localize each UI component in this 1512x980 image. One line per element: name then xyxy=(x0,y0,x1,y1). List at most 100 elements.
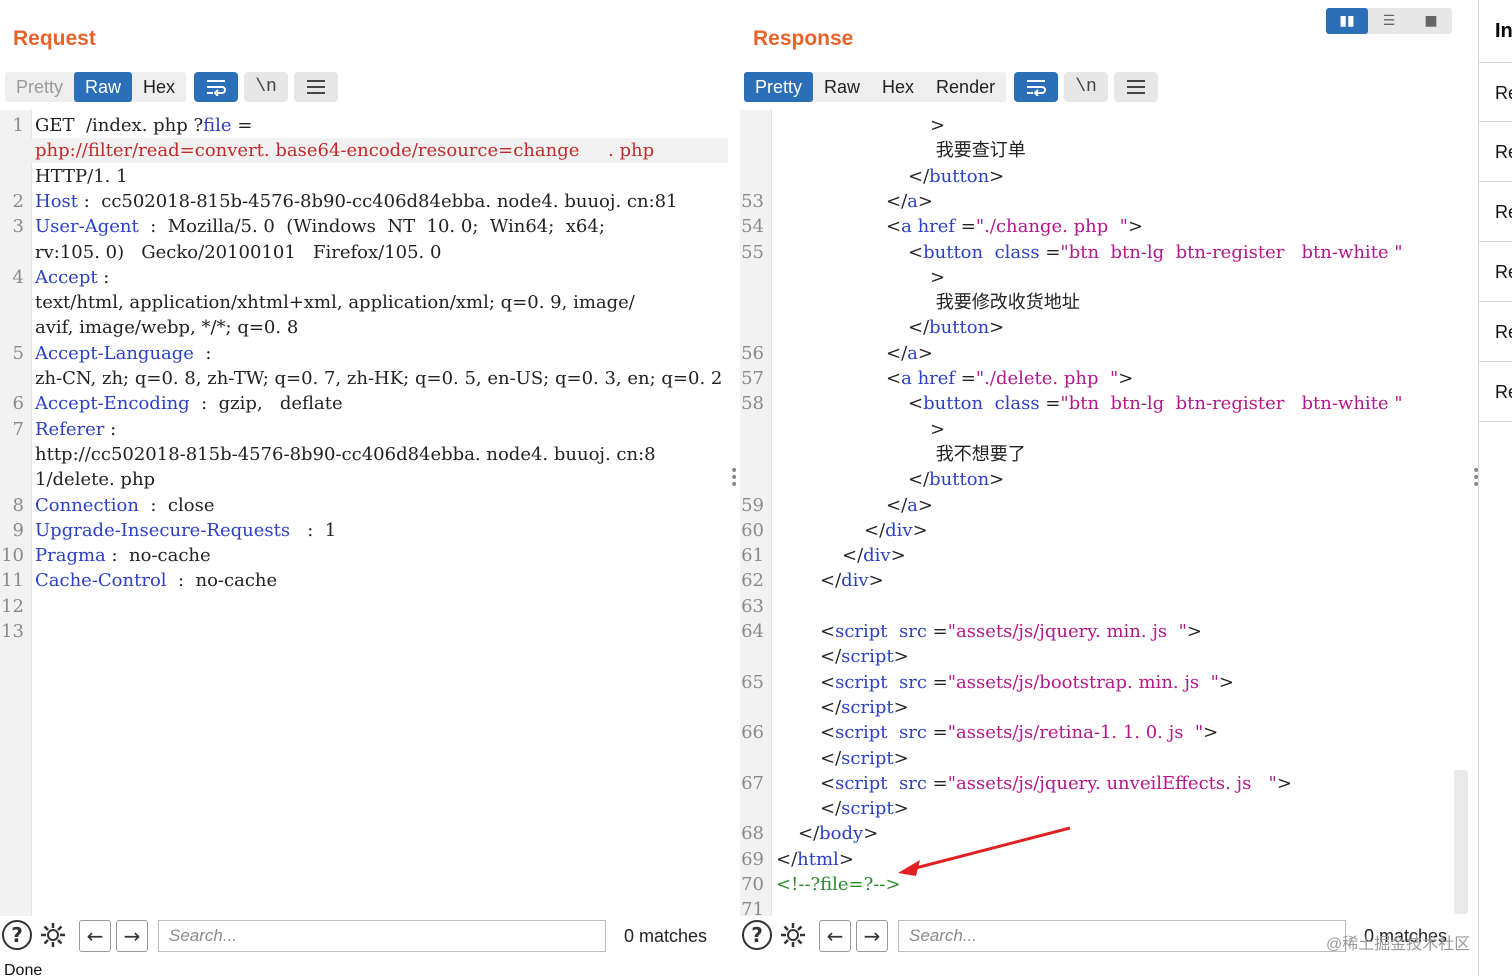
inspector-section[interactable]: Re xyxy=(1479,362,1512,422)
menu-icon xyxy=(307,80,325,94)
code-line: 69</html> xyxy=(740,847,1476,872)
code-line: 63 xyxy=(740,594,1476,619)
code-line: 61</div> xyxy=(740,543,1476,568)
line-code: Upgrade-Insecure-Requests : 1 xyxy=(35,518,336,543)
help-icon[interactable]: ? xyxy=(742,920,772,950)
tab-raw[interactable]: Raw xyxy=(74,72,133,102)
code-line: 53</a> xyxy=(740,189,1476,214)
previous-match-button[interactable]: ← xyxy=(79,920,111,952)
code-line: </button> xyxy=(740,315,1476,340)
line-code: Accept : xyxy=(35,265,109,290)
inspector-section[interactable]: Re xyxy=(1479,62,1512,122)
gear-icon[interactable] xyxy=(778,920,808,950)
wrap-lines-button[interactable] xyxy=(1014,72,1058,102)
code-token: < xyxy=(886,368,902,389)
line-code: </script> xyxy=(820,644,909,669)
show-newlines-button[interactable]: \n xyxy=(1064,72,1108,102)
split-horizontal-icon[interactable]: ▮▮ xyxy=(1326,8,1368,34)
gear-icon[interactable] xyxy=(38,920,68,950)
tab-render[interactable]: Render xyxy=(936,77,996,97)
code-token xyxy=(888,621,899,642)
inspector-section[interactable]: Re xyxy=(1479,182,1512,242)
code-token: Pragma xyxy=(35,545,106,567)
code-token: a xyxy=(907,494,918,516)
pane-splitter[interactable]: ••• xyxy=(1472,463,1481,493)
split-vertical-icon[interactable]: ☰ xyxy=(1382,13,1396,29)
code-token: script xyxy=(835,722,888,744)
next-match-button[interactable]: → xyxy=(116,920,148,952)
show-newlines-button[interactable]: \n xyxy=(244,72,288,102)
code-line: text/html, application/xhtml+xml, applic… xyxy=(0,290,728,315)
line-code: avif, image/webp, */*; q=0. 8 xyxy=(35,315,298,340)
code-token: > xyxy=(930,266,946,288)
line-number: 69 xyxy=(741,848,764,870)
wrap-lines-button[interactable] xyxy=(194,72,238,102)
inspector-section[interactable]: Re xyxy=(1479,122,1512,182)
code-token: php://filter/read=convert. base64-encode… xyxy=(35,140,655,162)
code-line: 57<a href ="./delete. php "> xyxy=(740,366,1476,391)
help-icon[interactable]: ? xyxy=(2,920,32,950)
code-line: 68</body> xyxy=(740,821,1476,846)
single-pane-icon[interactable]: ■ xyxy=(1424,13,1438,29)
code-token: User-Agent xyxy=(35,216,139,238)
tab-hex[interactable]: Hex xyxy=(882,77,915,97)
code-token: </ xyxy=(908,165,930,187)
code-token: "assets/js/bootstrap. min. js " xyxy=(947,671,1219,693)
request-view-tabs: Pretty Raw Hex xyxy=(5,72,187,102)
tab-raw[interactable]: Raw xyxy=(824,77,861,97)
code-token: script xyxy=(835,671,888,693)
line-code: <a href ="./delete. php "> xyxy=(886,366,1133,391)
next-match-button[interactable]: → xyxy=(856,920,888,952)
line-code: > xyxy=(930,265,945,290)
options-menu-button[interactable] xyxy=(294,72,338,102)
line-code: <script src ="assets/js/retina-1. 1. 0. … xyxy=(820,720,1218,745)
code-token: < xyxy=(908,241,924,263)
code-line: 12 xyxy=(0,594,728,619)
arrow-left-icon: ← xyxy=(826,924,844,948)
code-line: rv:105. 0) Gecko/20100101 Firefox/105. 0 xyxy=(0,240,728,265)
code-token: < xyxy=(820,772,836,794)
response-editor[interactable]: > 我要查订单</button>53</a>54<a href ="./chan… xyxy=(740,110,1476,916)
code-token: html xyxy=(797,848,839,870)
code-line: 67<script src ="assets/js/jquery. unveil… xyxy=(740,771,1476,796)
watermark: @稀土掘金技术社区 xyxy=(1326,936,1471,953)
code-token: "assets/js/retina-1. 1. 0. js " xyxy=(947,722,1204,744)
line-number: 4 xyxy=(12,266,24,288)
code-line: 70<!--?file=?--> xyxy=(740,872,1476,897)
code-token: : cc502018-815b-4576-8b90-cc406d84ebba. … xyxy=(78,190,678,212)
code-token: < xyxy=(820,671,836,693)
vertical-scrollbar[interactable] xyxy=(1454,770,1468,914)
inspector-section[interactable]: Re xyxy=(1479,242,1512,302)
options-menu-button[interactable] xyxy=(1114,72,1158,102)
line-number: 10 xyxy=(1,545,24,567)
code-line: HTTP/1. 1 xyxy=(0,164,728,189)
response-search-input[interactable]: Search... xyxy=(898,920,1346,952)
request-search-input[interactable]: Search... xyxy=(158,920,606,952)
inspector-section[interactable]: Re xyxy=(1479,302,1512,362)
code-token: Accept-Encoding xyxy=(35,393,190,415)
code-line: 1/delete. php xyxy=(0,467,728,492)
code-token: Cache-Control xyxy=(35,570,167,592)
code-token: "assets/js/jquery. unveilEffects. js " xyxy=(947,772,1277,794)
code-token: href xyxy=(917,216,956,238)
line-number: 64 xyxy=(741,621,764,642)
line-code: rv:105. 0) Gecko/20100101 Firefox/105. 0 xyxy=(35,240,441,265)
line-code: </script> xyxy=(820,746,909,771)
line-code: Host : cc502018-815b-4576-8b90-cc406d84e… xyxy=(35,189,678,214)
layout-toggle: ▮▮ ☰ ■ xyxy=(1326,8,1452,34)
code-line: > xyxy=(740,265,1476,290)
tab-pretty[interactable]: Pretty xyxy=(16,77,64,97)
line-number: 6 xyxy=(12,393,24,415)
code-line: 我要修改收货地址 xyxy=(740,290,1476,315)
response-title: Response xyxy=(753,27,854,50)
request-footer: ? ← → Search... 0 matches xyxy=(0,918,728,954)
code-token: : 1 xyxy=(290,519,337,541)
tab-pretty[interactable]: Pretty xyxy=(744,72,814,102)
code-token: </ xyxy=(820,646,842,668)
previous-match-button[interactable]: ← xyxy=(819,920,851,952)
tab-hex[interactable]: Hex xyxy=(143,77,176,97)
pane-splitter[interactable]: ••• xyxy=(730,463,739,493)
